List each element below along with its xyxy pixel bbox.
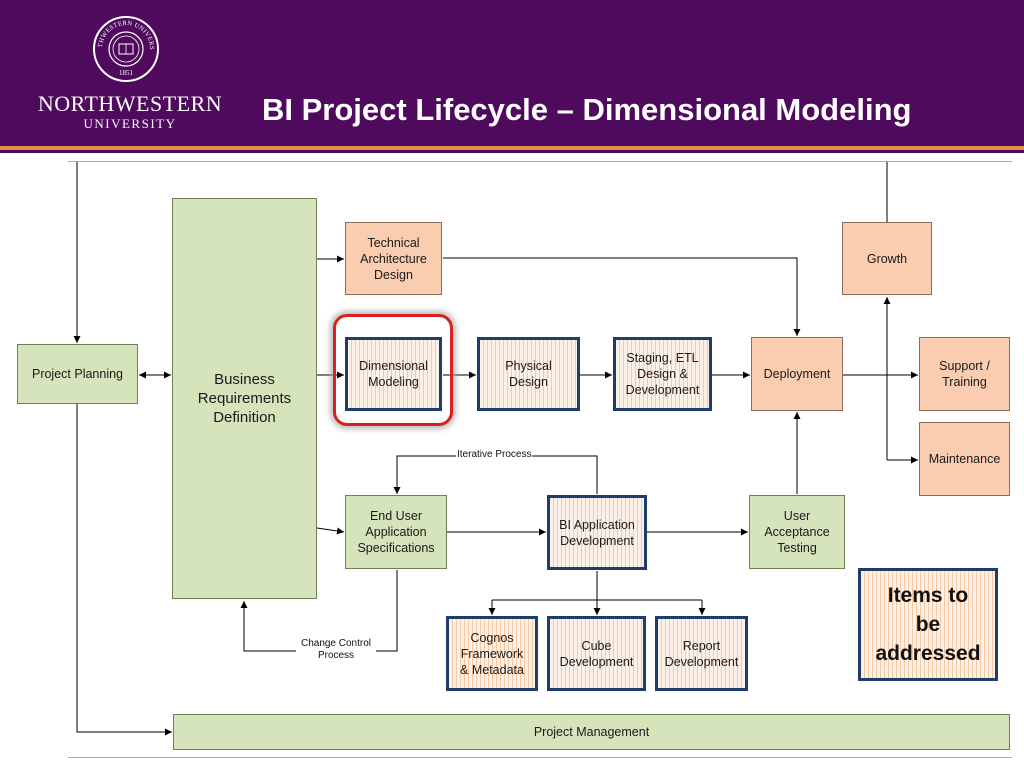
diagram-frame [68,161,1012,758]
header-bottom-stripe [0,150,1024,153]
page-title: BI Project Lifecycle – Dimensional Model… [262,92,912,127]
maintenance-box[interactable]: Maintenance [919,422,1010,496]
dimensional-modeling-box[interactable]: Dimensional Modeling [345,337,442,411]
growth-box[interactable]: Growth [842,222,932,295]
cube-dev-box[interactable]: Cube Development [547,616,646,691]
physical-design-box[interactable]: Physical Design [477,337,580,411]
project-planning-box[interactable]: Project Planning [17,344,138,404]
iterative-process-label: Iterative Process [456,449,533,461]
deployment-box[interactable]: Deployment [751,337,843,411]
seal-year: 1851 [119,69,134,77]
cognos-framework-box[interactable]: Cognos Framework & Metadata [446,616,538,691]
current-step-highlight [333,314,453,426]
connector-technical-deployment [443,257,801,336]
support-training-box[interactable]: Support / Training [919,337,1010,411]
report-dev-box[interactable]: Report Development [655,616,748,691]
connector-planning-to-management [76,404,172,736]
business-requirements-box[interactable]: Business Requirements Definition [172,198,317,599]
technical-architecture-box[interactable]: Technical Architecture Design [345,222,442,295]
staging-etl-box[interactable]: Staging, ETL Design & Development [613,337,712,411]
user-acceptance-box[interactable]: User Acceptance Testing [749,495,845,569]
connector-business-enduser [316,527,345,535]
slide-header [0,0,1024,146]
university-name: NORTHWESTERN [37,91,223,116]
end-user-app-specs-box[interactable]: End User Application Specifications [345,495,447,569]
project-management-box[interactable]: Project Management [173,714,1010,750]
university-subtitle: UNIVERSITY [83,116,177,131]
connector-iterative-loop [393,455,598,494]
header-accent-stripe [0,146,1024,150]
change-control-label: Change Control Process [296,638,376,662]
bi-app-dev-box[interactable]: BI Application Development [547,495,647,570]
university-seal-icon: NORTHWESTERN UNIVERSITY 1851 [92,15,159,82]
legend-items-to-address: Items to be addressed [858,568,998,681]
